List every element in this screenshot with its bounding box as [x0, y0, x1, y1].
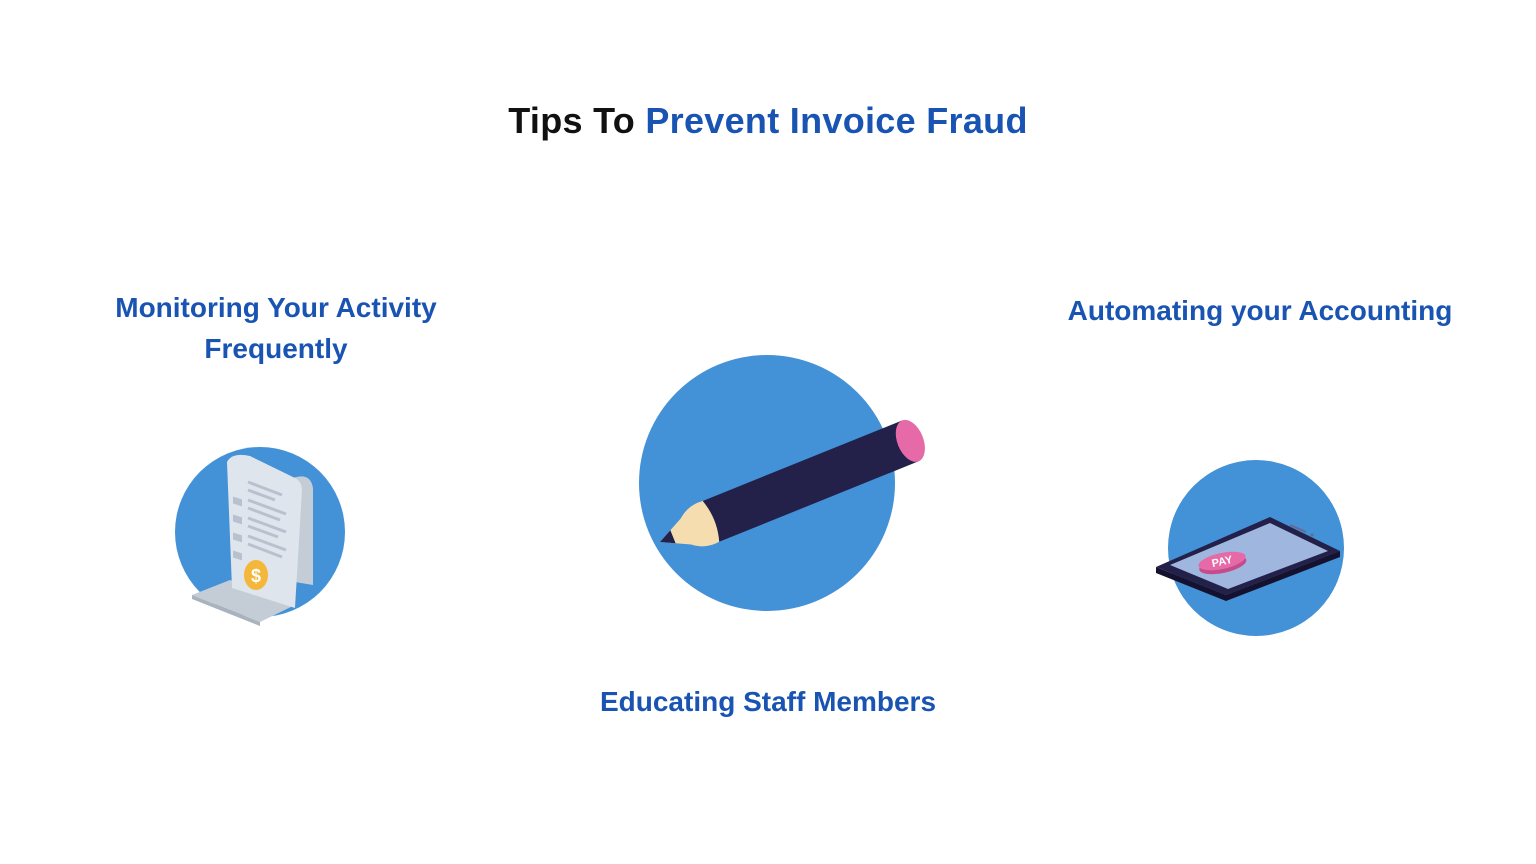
title-prefix: Tips To — [508, 100, 636, 141]
tip-monitoring-line2: Frequently — [204, 333, 348, 364]
tip-monitoring-line1: Monitoring Your Activity — [115, 292, 437, 323]
coin-symbol: $ — [251, 566, 261, 586]
receipt-dollar-icon: $ — [175, 447, 345, 626]
tip-educating-label: Educating Staff Members — [599, 686, 937, 717]
pencil-icon — [639, 355, 925, 611]
tip-automating-label: Automating your Accounting — [1067, 295, 1453, 326]
page-title: Tips To Prevent Invoice Fraud — [0, 100, 1536, 142]
title-highlight: Prevent Invoice Fraud — [645, 100, 1028, 141]
tablet-pay-icon: PAY — [1156, 460, 1344, 636]
pay-button-text: PAY — [1211, 554, 1234, 570]
